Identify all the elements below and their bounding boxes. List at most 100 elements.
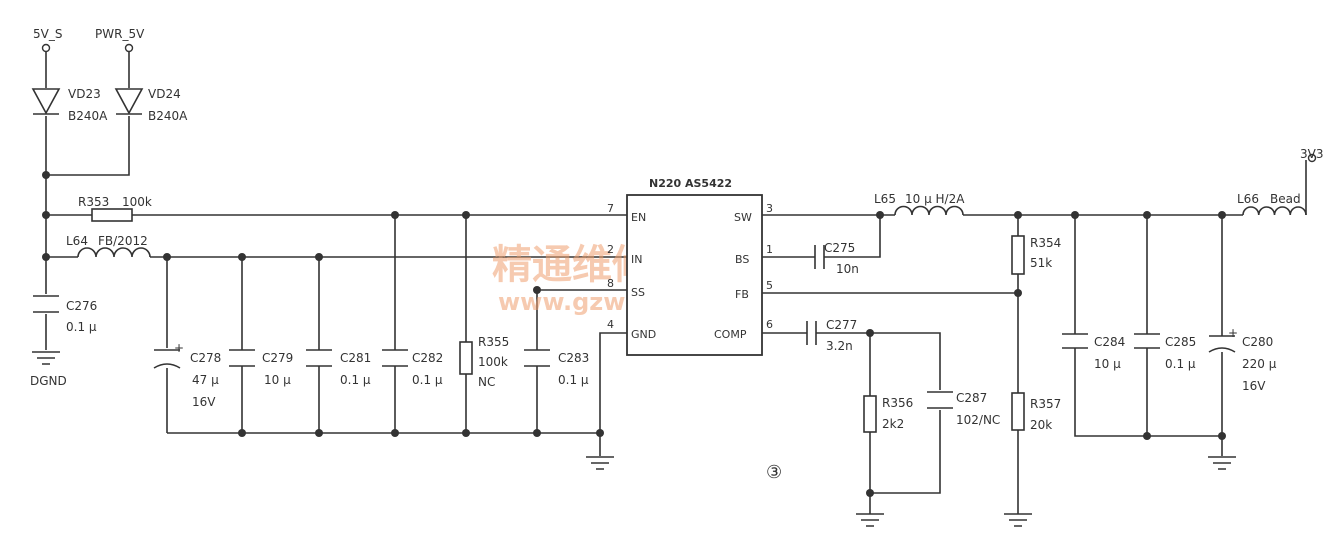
resistor-r357-ref: R357: [1030, 397, 1061, 411]
capacitor-c279-ref: C279: [262, 351, 293, 365]
capacitor-c279: C279 10 μ: [229, 349, 293, 387]
junctions: [42, 171, 1226, 497]
capacitor-c287: C287 102/NC: [927, 391, 1000, 427]
net-port-3v3: 3V3: [1300, 147, 1323, 163]
ground-input: [586, 456, 614, 470]
resistor-r355-note: NC: [478, 375, 495, 389]
capacitor-c280-polarity: +: [1228, 326, 1238, 340]
resistor-r357: R357 20k: [1011, 392, 1061, 432]
ic-pin-bs: BS: [735, 253, 749, 266]
capacitor-c287-value: 102/NC: [956, 413, 1000, 427]
resistor-r353-ref: R353: [78, 195, 109, 209]
capacitor-c276: C276 0.1 μ: [33, 295, 97, 334]
inductor-l65-value: 10 μ H/2A: [905, 192, 965, 206]
capacitor-c280-voltage: 16V: [1242, 379, 1266, 393]
capacitor-c278-polarity: +: [174, 341, 184, 355]
resistor-r355-ref: R355: [478, 335, 509, 349]
capacitor-c279-value: 10 μ: [264, 373, 291, 387]
capacitor-c285-ref: C285: [1165, 335, 1196, 349]
capacitor-c285: C285 0.1 μ: [1134, 333, 1196, 371]
ic-pin-en: EN: [631, 211, 646, 224]
diode-vd23-ref: VD23: [68, 87, 101, 101]
ground-output: [1208, 456, 1236, 470]
inductor-l64-ref: L64: [66, 234, 88, 248]
capacitor-c281: C281 0.1 μ: [306, 349, 371, 387]
capacitor-c275: C275 10n: [814, 241, 859, 276]
section-marker: ③: [766, 462, 782, 483]
net-label-5v-s: 5V_S: [33, 27, 62, 41]
diode-vd23-part: B240A: [68, 109, 108, 123]
inductor-l66: L66 Bead: [1237, 192, 1307, 216]
ic-pin-sw: SW: [734, 211, 752, 224]
capacitor-c276-ref: C276: [66, 299, 97, 313]
inductor-l66-value: Bead: [1270, 192, 1301, 206]
capacitor-c284-value: 10 μ: [1094, 357, 1121, 371]
capacitor-c280: + C280 220 μ 16V: [1208, 326, 1277, 393]
resistor-r355-value: 100k: [478, 355, 508, 369]
capacitor-c275-value: 10n: [836, 262, 859, 276]
ic-pinnum-fb: 5: [766, 279, 773, 292]
ground-dgnd-label: DGND: [30, 374, 67, 388]
ground-dgnd: DGND: [30, 351, 67, 388]
capacitor-c282: C282 0.1 μ: [382, 349, 443, 387]
capacitor-c285-value: 0.1 μ: [1165, 357, 1196, 371]
capacitor-c287-ref: C287: [956, 391, 987, 405]
diode-vd23: VD23 B240A: [31, 87, 108, 123]
diode-vd24-ref: VD24: [148, 87, 181, 101]
ground-comp: [856, 513, 884, 527]
resistor-r354: R354 51k: [1011, 235, 1061, 275]
capacitor-c276-value: 0.1 μ: [66, 320, 97, 334]
ic-as5422: N220 AS5422 EN IN SS GND SW BS FB COMP 7…: [607, 177, 773, 356]
resistor-r356: R356 2k2: [863, 395, 913, 433]
inductor-l64-value: FB/2012: [98, 234, 148, 248]
capacitor-c281-ref: C281: [340, 351, 371, 365]
capacitor-c283: C283 0.1 μ: [524, 349, 589, 387]
net-port-pwr-5v: PWR_5V: [95, 27, 145, 53]
diode-vd24: VD24 B240A: [114, 87, 188, 123]
ground-fb: [1004, 513, 1032, 527]
capacitor-c283-value: 0.1 μ: [558, 373, 589, 387]
inductor-l64: L64 FB/2012: [66, 234, 151, 258]
capacitor-c277-value: 3.2n: [826, 339, 853, 353]
capacitor-c278-value: 47 μ: [192, 373, 219, 387]
resistor-r356-ref: R356: [882, 396, 913, 410]
resistor-r357-value: 20k: [1030, 418, 1052, 432]
capacitor-c275-ref: C275: [824, 241, 855, 255]
resistor-r356-value: 2k2: [882, 417, 904, 431]
ic-pinnum-gnd: 4: [607, 318, 614, 331]
ic-pin-fb: FB: [735, 288, 749, 301]
ic-title: N220 AS5422: [649, 177, 732, 190]
ic-pin-ss: SS: [631, 286, 645, 299]
capacitor-c278-ref: C278: [190, 351, 221, 365]
capacitor-c284: C284 10 μ: [1062, 333, 1125, 371]
inductor-l65: L65 10 μ H/2A: [874, 192, 965, 216]
diode-vd24-part: B240A: [148, 109, 188, 123]
resistor-r353-value: 100k: [122, 195, 152, 209]
ic-pin-comp: COMP: [714, 328, 747, 341]
capacitor-c280-ref: C280: [1242, 335, 1273, 349]
net-label-pwr-5v: PWR_5V: [95, 27, 145, 41]
capacitor-c281-value: 0.1 μ: [340, 373, 371, 387]
ic-pinnum-en: 7: [607, 202, 614, 215]
ic-pin-in: IN: [631, 253, 642, 266]
wires: [45, 52, 1307, 514]
resistor-r354-value: 51k: [1030, 256, 1052, 270]
capacitor-c278: + C278 47 μ 16V: [153, 341, 221, 409]
net-port-5v-s: 5V_S: [33, 27, 62, 53]
ic-pinnum-comp: 6: [766, 318, 773, 331]
net-label-3v3: 3V3: [1300, 147, 1323, 161]
ic-pinnum-sw: 3: [766, 202, 773, 215]
capacitor-c278-voltage: 16V: [192, 395, 216, 409]
capacitor-c280-value: 220 μ: [1242, 357, 1277, 371]
inductor-l66-ref: L66: [1237, 192, 1259, 206]
capacitor-c282-ref: C282: [412, 351, 443, 365]
resistor-r355: R355 100k NC: [459, 335, 509, 389]
ic-pinnum-in: 2: [607, 243, 614, 256]
ic-pin-gnd: GND: [631, 328, 656, 341]
capacitor-c277: C277 3.2n: [806, 318, 857, 353]
inductor-l65-ref: L65: [874, 192, 896, 206]
resistor-r353: R353 100k: [78, 195, 152, 222]
ic-pinnum-bs: 1: [766, 243, 773, 256]
resistor-r354-ref: R354: [1030, 236, 1061, 250]
